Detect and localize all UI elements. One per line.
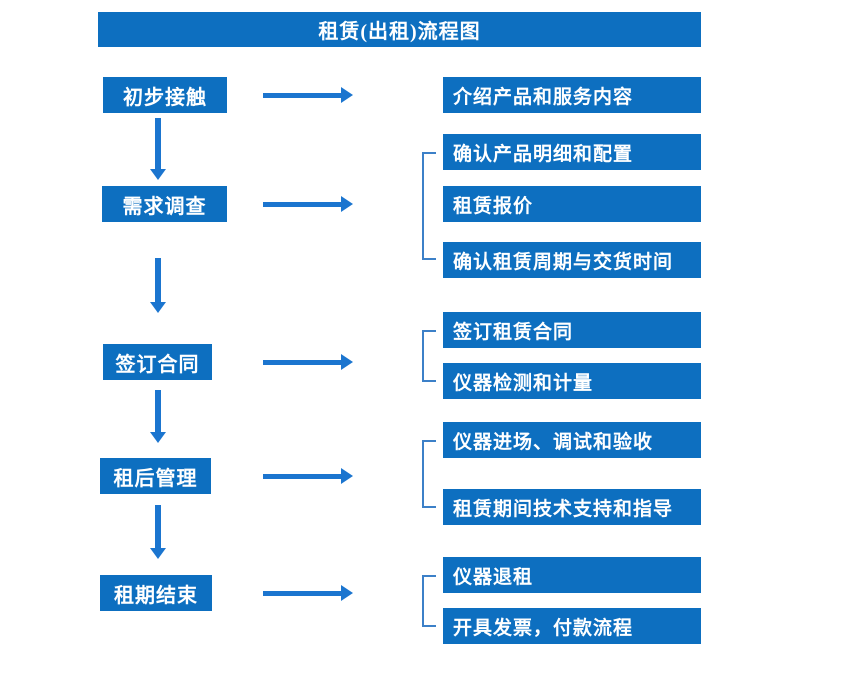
arrow-head [150,548,166,559]
output-box-technical-support: 租赁期间技术支持和指导 [443,489,701,525]
output-box-rental-quote: 租赁报价 [443,186,701,222]
bracket-lease-end-group [422,575,436,627]
step-box-post-rental-management: 租后管理 [100,458,211,494]
arrow-shaft [263,590,341,596]
output-box-confirm-product-details: 确认产品明细和配置 [443,134,701,170]
step-box-initial-contact: 初步接触 [103,77,227,113]
arrow-shaft [155,258,161,302]
arrow-shaft [263,359,341,365]
down-arrow-icon-4 [150,505,166,559]
right-arrow-icon-4 [263,468,353,484]
step-box-sign-contract: 签订合同 [103,344,212,380]
bracket-sign-contract-group [422,330,436,382]
output-box-instrument-setup-acceptance: 仪器进场、调试和验收 [443,422,701,458]
right-arrow-icon-3 [263,354,353,370]
step-box-needs-survey: 需求调查 [102,186,227,222]
down-arrow-icon-2 [150,258,166,313]
arrow-head [341,87,353,103]
down-arrow-icon-3 [150,390,166,443]
arrow-head [150,169,166,180]
arrow-shaft [263,201,341,207]
output-box-invoice-payment: 开具发票，付款流程 [443,608,701,644]
arrow-head [341,196,353,212]
flowchart-title: 租赁(出租)流程图 [98,12,701,47]
step-box-lease-end: 租期结束 [100,575,212,611]
arrow-head [341,354,353,370]
arrow-shaft [155,118,161,169]
arrow-head [341,468,353,484]
arrow-shaft [155,505,161,548]
arrow-shaft [263,92,341,98]
arrow-shaft [155,390,161,432]
output-box-introduce-products: 介绍产品和服务内容 [443,77,701,113]
output-box-instrument-return: 仪器退租 [443,557,701,593]
down-arrow-icon-1 [150,118,166,180]
arrow-head [341,585,353,601]
output-box-confirm-period-delivery: 确认租赁周期与交货时间 [443,242,701,278]
output-box-instrument-testing: 仪器检测和计量 [443,363,701,399]
bracket-post-rental-group [422,440,436,508]
arrow-shaft [263,473,341,479]
arrow-head [150,302,166,313]
arrow-head [150,432,166,443]
right-arrow-icon-2 [263,196,353,212]
right-arrow-icon-1 [263,87,353,103]
bracket-needs-survey-group [422,152,436,260]
right-arrow-icon-5 [263,585,353,601]
output-box-sign-rental-contract: 签订租赁合同 [443,312,701,348]
